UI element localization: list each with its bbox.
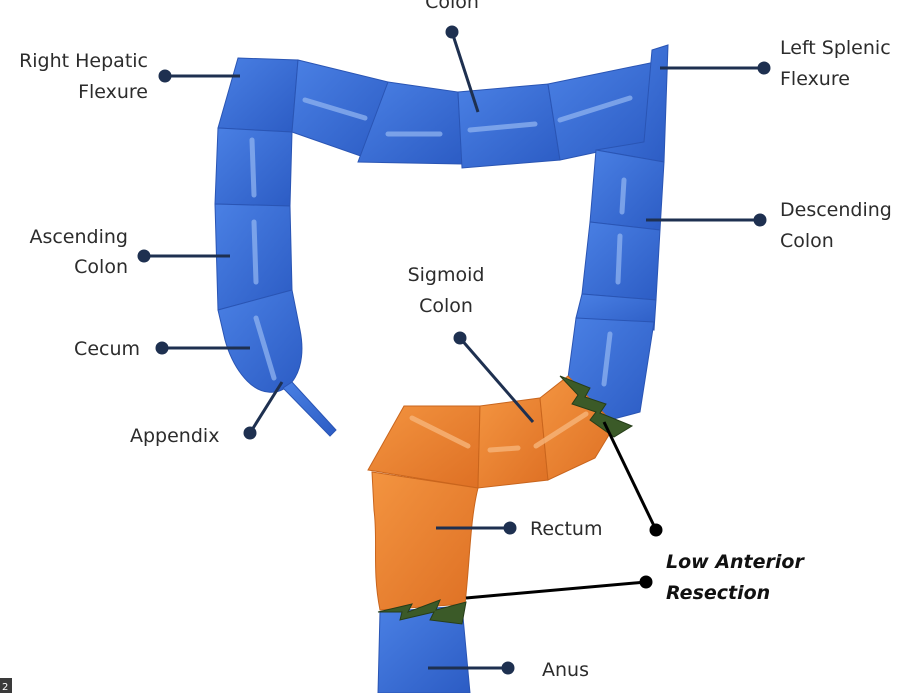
label-right-hepatic-flexure-line1: Right Hepatic — [19, 50, 148, 72]
leader-dot-rectum — [505, 523, 515, 533]
label-left-splenic-flexure-line1: Left Splenic — [780, 37, 891, 59]
appendix-segment — [283, 382, 336, 436]
leader-dot-right-hepatic — [160, 71, 170, 81]
label-sigmoid-colon-line2: Colon — [419, 295, 473, 317]
label-sigmoid-colon-line1: Sigmoid — [408, 264, 485, 286]
label-anus: Anus — [542, 659, 589, 681]
leader-dot-appendix — [245, 428, 255, 438]
rectum-segment — [372, 472, 478, 610]
label-cecum: Cecum — [74, 338, 140, 360]
label-ascending-colon-line1: Ascending — [29, 226, 128, 248]
leader-line-resection-lower — [466, 582, 646, 598]
leader-dot-anus — [503, 663, 513, 673]
leader-dot-descending — [755, 215, 765, 225]
label-descending-colon-line2: Colon — [780, 230, 834, 252]
label-low-anterior-resection-line2: Resection — [666, 582, 770, 604]
descending-colon-segment — [590, 150, 664, 230]
label-left-splenic-flexure-line2: Flexure — [780, 68, 850, 90]
leader-dot-ascending — [139, 251, 149, 261]
right-hepatic-flexure-segment — [218, 58, 298, 132]
label-transverse-colon: Colon — [425, 0, 479, 13]
leader-dot-sigmoid — [455, 333, 465, 343]
leader-dot-cecum — [157, 343, 167, 353]
label-rectum: Rectum — [530, 518, 602, 540]
corner-mark: 2 — [0, 678, 12, 693]
label-ascending-colon-line2: Colon — [74, 256, 128, 278]
leader-dot-resection-lower — [641, 577, 651, 587]
label-descending-colon-line1: Descending — [780, 199, 892, 221]
leader-dot-left-splenic — [759, 63, 769, 73]
label-appendix: Appendix — [130, 425, 219, 447]
label-right-hepatic-flexure-line2: Flexure — [78, 81, 148, 103]
leader-dot-transverse — [447, 27, 457, 37]
leader-line-resection-upper — [604, 422, 656, 530]
corner-mark-text: 2 — [2, 682, 8, 693]
resected-section — [368, 376, 615, 610]
leader-dot-resection — [651, 525, 661, 535]
label-low-anterior-resection-line1: Low Anterior — [666, 551, 805, 573]
